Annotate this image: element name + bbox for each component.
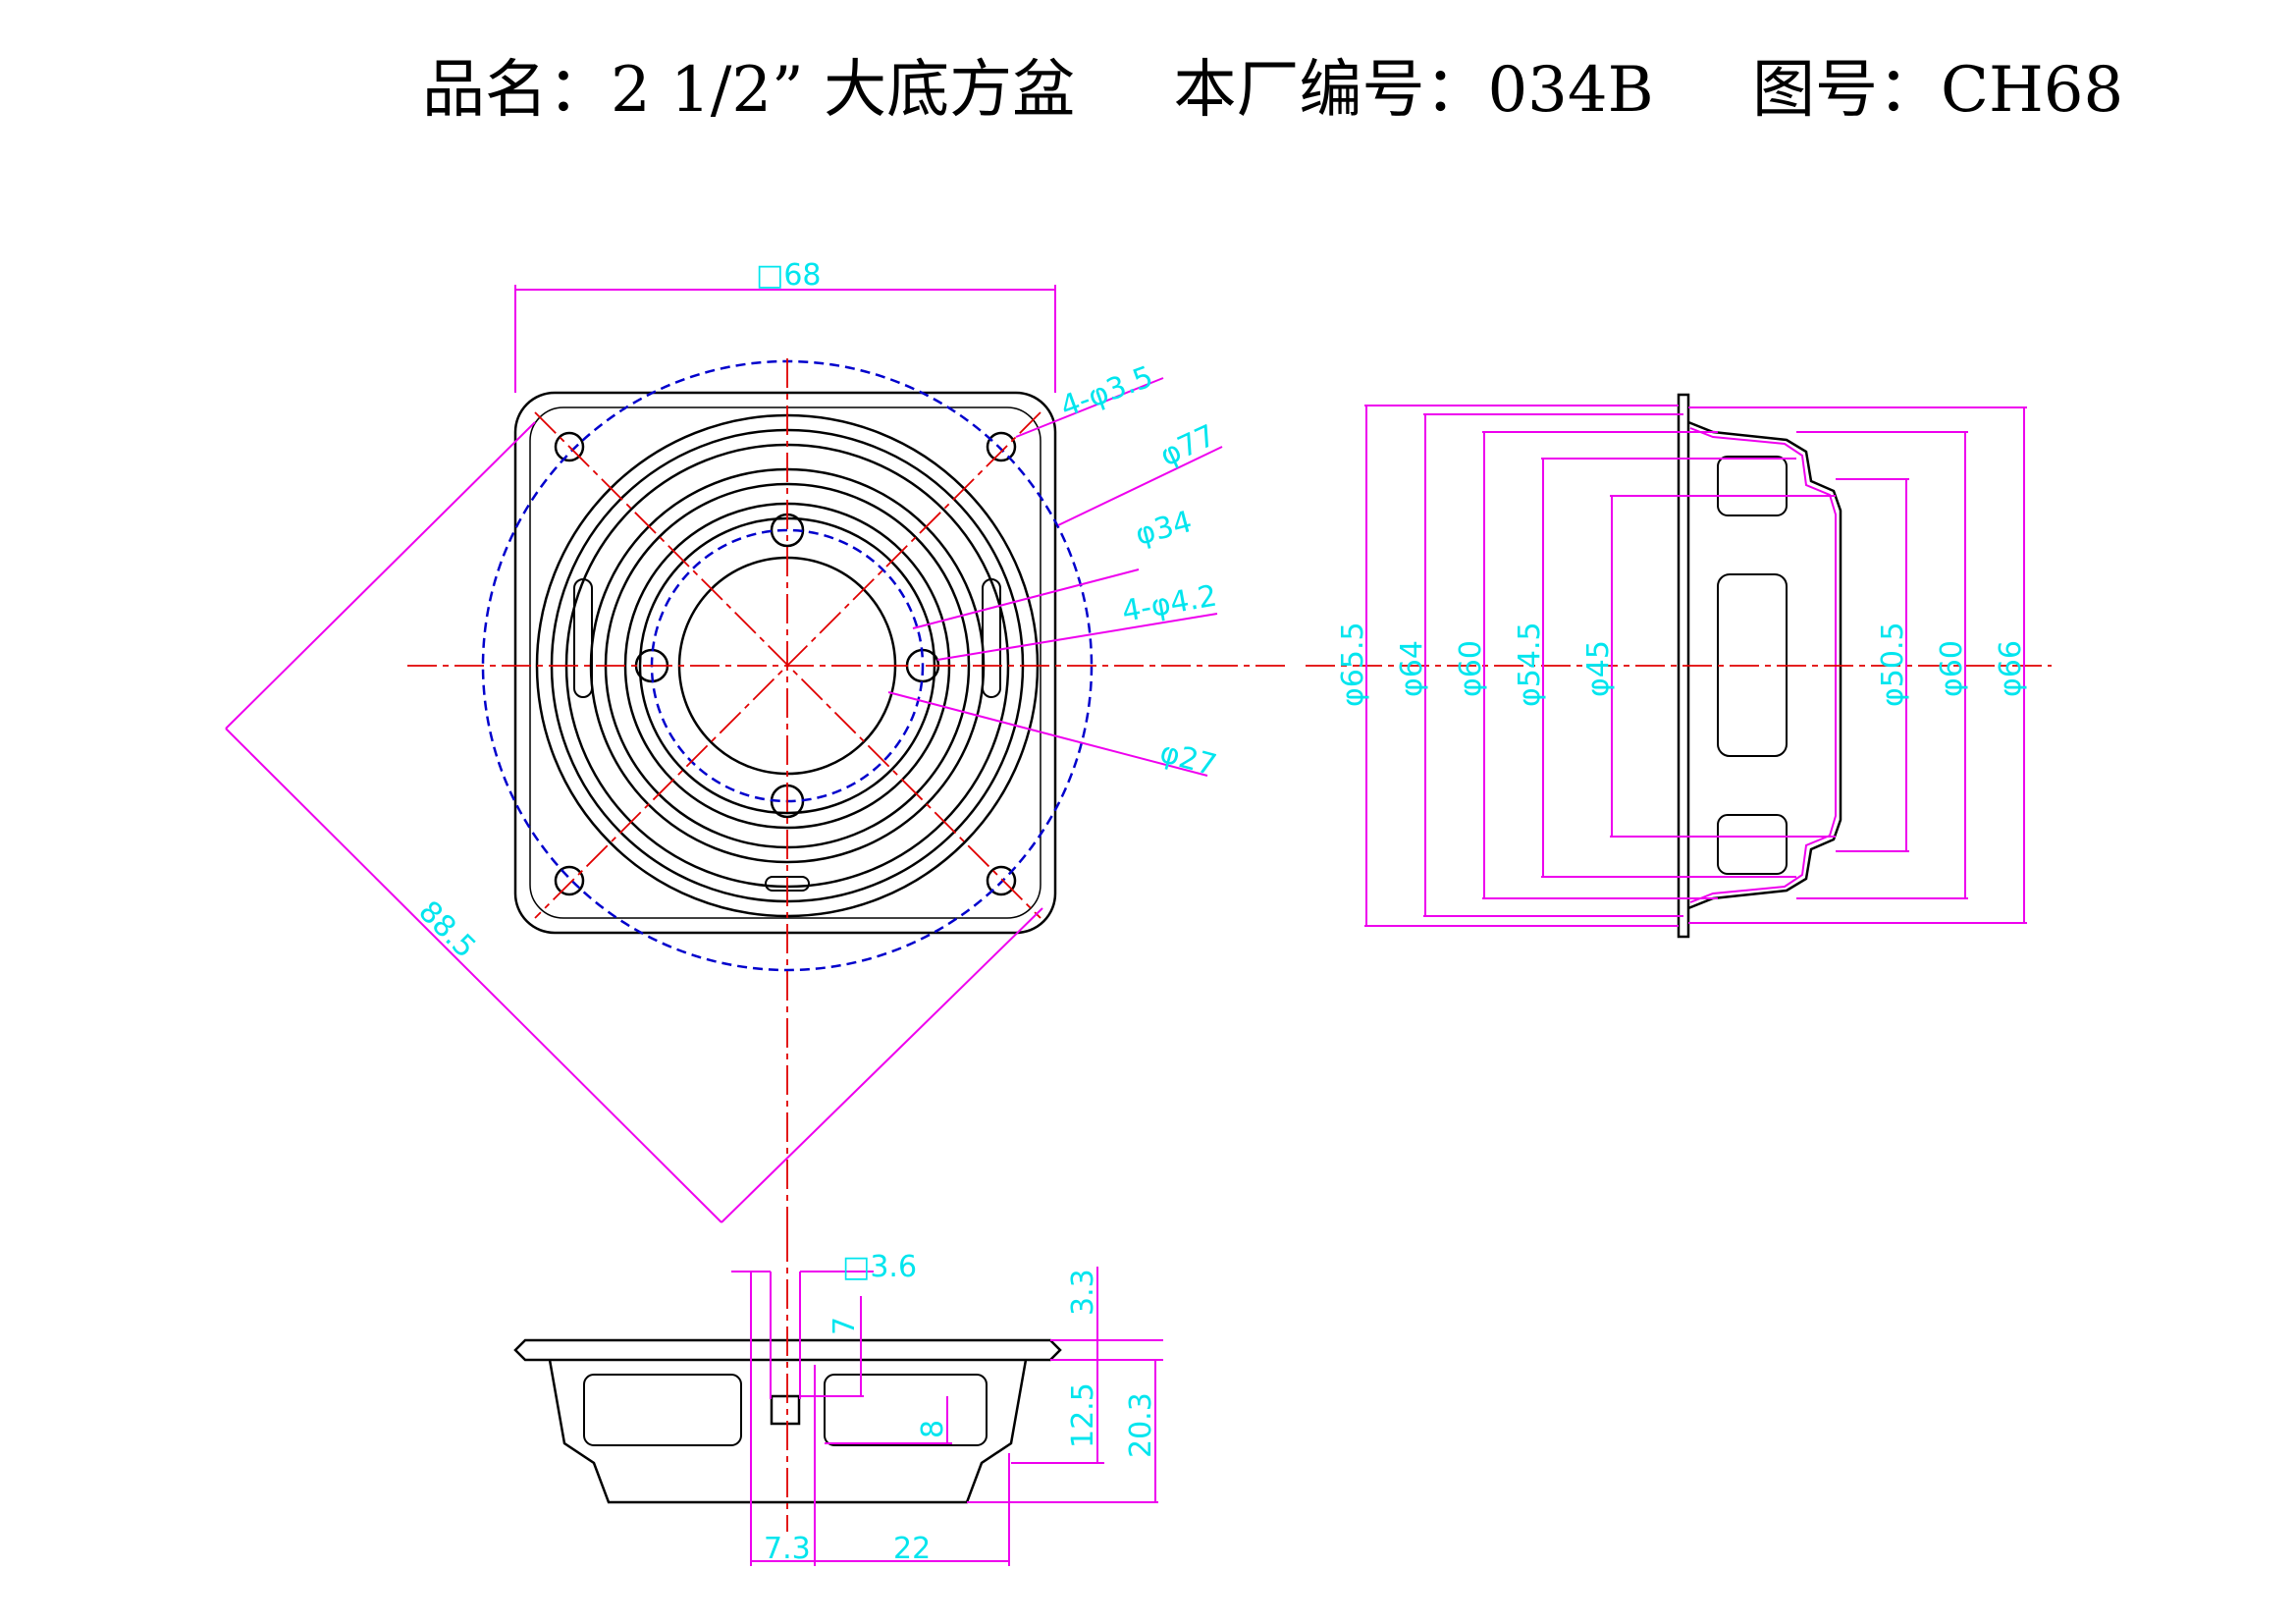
dim-diagonal: 88.5 [411, 894, 482, 965]
front-centerlines [407, 358, 1286, 1232]
bottom-view [513, 1338, 1062, 1504]
dim-side-6: φ50.5 [1876, 622, 1910, 707]
dim-20-3: 20.3 [1124, 1392, 1158, 1458]
bottom-terminal [770, 1394, 801, 1426]
dim-side-5: φ45 [1581, 640, 1616, 697]
dim-mount-holes: 4-φ3.5 [1056, 359, 1158, 424]
front-dimension-lines [225, 285, 1223, 1223]
dim-3-3: 3.3 [1066, 1269, 1100, 1316]
product-name: 品名：2 1/2” 大底方盆 [422, 54, 1076, 127]
dim-side-7: φ60 [1935, 640, 1969, 697]
bottom-flange [513, 1338, 1062, 1362]
bottom-window-left [583, 1374, 742, 1446]
dim-hole-circle: φ27 [1156, 735, 1220, 784]
dim-side-8: φ66 [1994, 640, 2028, 697]
slot-right [982, 578, 1001, 698]
mount-hole-bl [554, 865, 585, 896]
drawing-number: 图号：CH68 [1752, 54, 2124, 127]
dim-terminal: □3.6 [842, 1250, 917, 1284]
slot-left [573, 578, 593, 698]
side-window-bottom [1717, 814, 1788, 875]
dim-7: 7 [828, 1317, 862, 1335]
frame-inner [529, 406, 1041, 919]
dim-7-3: 7.3 [764, 1532, 811, 1566]
dim-12-5: 12.5 [1066, 1382, 1100, 1448]
mount-hole-tl [554, 431, 585, 462]
dim-side-3: φ60 [1454, 640, 1488, 697]
bottom-window-right [824, 1374, 988, 1446]
dim-square-size: □68 [756, 258, 822, 293]
factory-number: 本厂编号：034B [1173, 54, 1654, 127]
dim-bolt-circle: φ77 [1155, 418, 1221, 473]
dim-8: 8 [916, 1420, 950, 1438]
dim-side-2: φ64 [1395, 640, 1429, 697]
side-window-top [1717, 456, 1788, 516]
mount-hole-tr [986, 431, 1017, 462]
bottom-dimension-text: □3.6 3.3 7 8 12.5 20.3 7.3 22 [764, 1250, 1158, 1566]
bottom-basket [548, 1359, 1028, 1504]
dim-side-4: φ54.5 [1513, 622, 1547, 707]
dim-22: 22 [893, 1532, 931, 1566]
drawing-title-block: 品名：2 1/2” 大底方盆 本厂编号：034B 图号：CH68 [422, 39, 2123, 128]
frame-outer [513, 391, 1057, 935]
side-dimension-lines [1364, 405, 2027, 927]
dim-side-1: φ65.5 [1336, 622, 1370, 707]
mount-hole-br [986, 865, 1017, 896]
side-dimension-text: φ65.5 φ64 φ60 φ54.5 φ45 φ50.5 φ60 φ66 [1336, 622, 2028, 707]
bottom-dimension-lines [731, 1267, 1163, 1566]
dim-inner-circle: φ34 [1132, 505, 1196, 553]
